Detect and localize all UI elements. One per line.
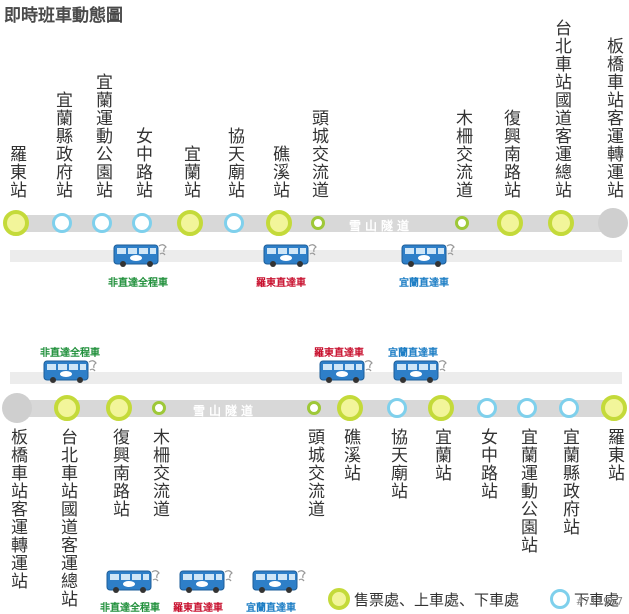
station-label: 宜蘭站 [180, 145, 200, 199]
bus-route-label: 宜蘭直達車 [399, 278, 449, 289]
station-marker[interactable] [517, 398, 537, 418]
bus-route-label: 羅東直達車 [314, 348, 364, 359]
bus-icon[interactable] [42, 358, 98, 384]
station-marker[interactable] [52, 213, 72, 233]
station-marker[interactable] [152, 401, 166, 415]
station-label: 女中路站 [132, 127, 152, 199]
station-label: 宜蘭縣政府站 [52, 91, 72, 199]
station-label: 羅東站 [6, 145, 26, 199]
station-label: 羅東站 [604, 428, 624, 482]
station-label: 礁溪站 [340, 428, 360, 482]
station-marker[interactable] [92, 213, 112, 233]
bus-lane-line2 [10, 372, 622, 384]
major-stop-legend-icon [328, 588, 350, 610]
bus-icon[interactable] [251, 568, 307, 594]
station-marker[interactable] [455, 216, 469, 230]
station-label: 宜蘭站 [431, 428, 451, 482]
station-marker[interactable] [54, 395, 80, 421]
tunnel-label-line1: 雪山隧道 [349, 219, 414, 233]
station-label: 礁溪站 [269, 145, 289, 199]
bus-icon[interactable] [178, 568, 234, 594]
bus-route-label: 宜蘭直達車 [246, 603, 296, 614]
bus-icon[interactable] [262, 242, 318, 268]
station-label: 復興南路站 [109, 428, 129, 518]
station-label: 頭城交流道 [308, 109, 328, 199]
station-label: 女中路站 [477, 428, 497, 500]
station-marker[interactable] [311, 216, 325, 230]
minor-stop-legend-label: 下車處 [574, 591, 620, 609]
station-marker[interactable] [266, 210, 292, 236]
station-marker[interactable] [497, 210, 523, 236]
station-marker[interactable] [598, 208, 628, 238]
station-label: 宜蘭縣政府站 [559, 428, 579, 536]
bus-route-label: 羅東直達車 [256, 278, 306, 289]
bus-icon[interactable] [318, 358, 374, 384]
station-marker[interactable] [559, 398, 579, 418]
bus-icon[interactable] [392, 358, 448, 384]
tunnel-label-line2: 雪山隧道 [193, 404, 258, 418]
bus-route-label: 非直達全程車 [40, 348, 100, 359]
station-label: 板橋車站客運轉運站 [7, 428, 27, 590]
bus-route-label: 宜蘭直達車 [388, 348, 438, 359]
major-stop-legend-label: 售票處、上車處、下車處 [354, 591, 520, 609]
bus-icon[interactable] [400, 242, 456, 268]
station-marker[interactable] [548, 210, 574, 236]
station-marker[interactable] [177, 210, 203, 236]
bus-route-label: 羅東直達車 [173, 603, 223, 614]
station-marker[interactable] [477, 398, 497, 418]
station-label: 木柵交流道 [149, 428, 169, 518]
minor-stop-legend-icon [550, 589, 570, 609]
bus-icon[interactable] [112, 242, 168, 268]
station-marker[interactable] [132, 213, 152, 233]
station-label: 宜蘭運動公園站 [92, 73, 112, 199]
watermark: #711957 [576, 595, 623, 608]
station-label: 宜蘭運動公園站 [517, 428, 537, 554]
station-marker[interactable] [3, 210, 29, 236]
station-label: 板橋車站客運轉運站 [603, 37, 623, 199]
station-label: 復興南路站 [500, 109, 520, 199]
station-marker[interactable] [601, 395, 627, 421]
station-label: 協天廟站 [224, 127, 244, 199]
page-title: 即時班車動態圖 [4, 6, 123, 26]
station-marker[interactable] [337, 395, 363, 421]
station-marker[interactable] [387, 398, 407, 418]
station-marker[interactable] [428, 395, 454, 421]
bus-route-label: 非直達全程車 [108, 278, 168, 289]
station-label: 協天廟站 [387, 428, 407, 500]
station-label: 台北車站國道客運總站 [551, 19, 571, 199]
station-marker[interactable] [224, 213, 244, 233]
bus-icon[interactable] [105, 568, 161, 594]
bus-route-label: 非直達全程車 [100, 603, 160, 614]
station-marker[interactable] [106, 395, 132, 421]
station-marker[interactable] [2, 393, 32, 423]
station-label: 頭城交流道 [304, 428, 324, 518]
station-label: 台北車站國道客運總站 [57, 428, 77, 608]
station-marker[interactable] [307, 401, 321, 415]
station-label: 木柵交流道 [452, 109, 472, 199]
